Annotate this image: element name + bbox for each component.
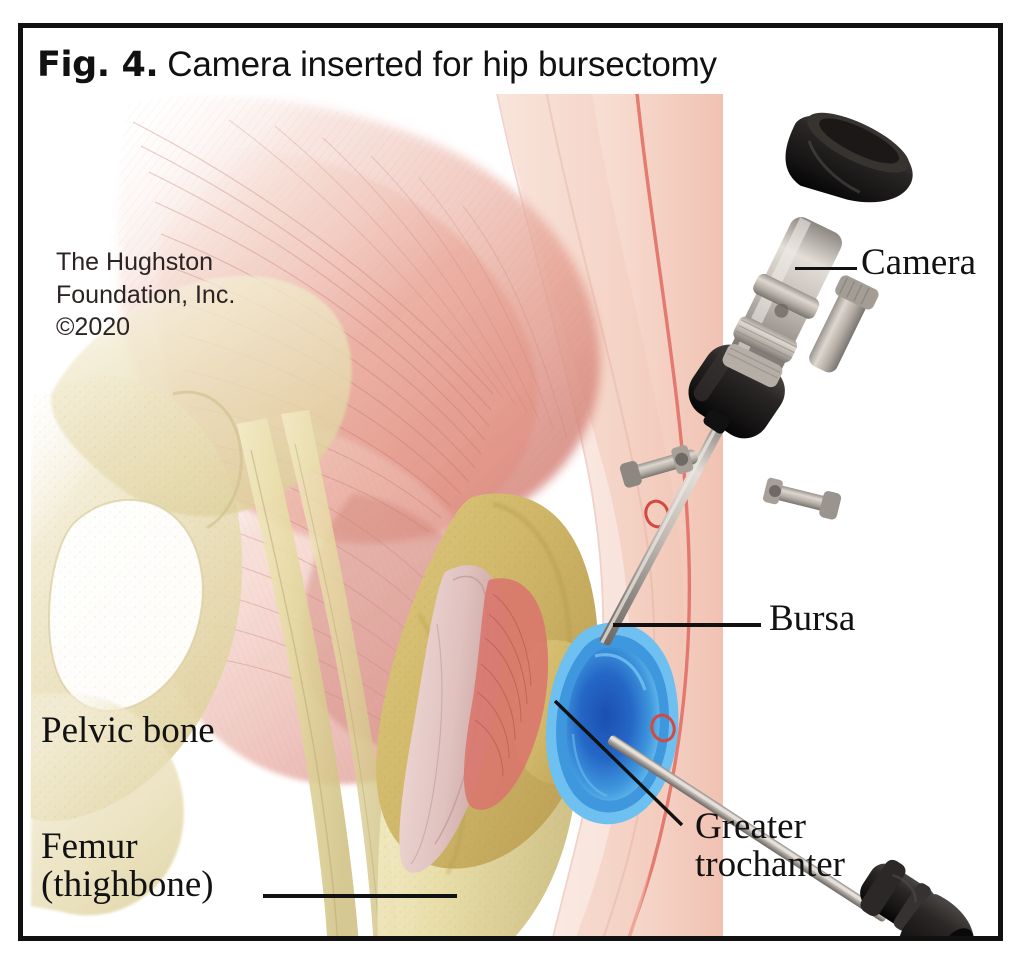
leader-greater-trochanter: [553, 699, 684, 827]
credit-line-1: The Hughston: [56, 248, 214, 276]
figure-frame: Fig. 4. Camera inserted for hip bursecto…: [18, 23, 1003, 941]
illustration-svg: [23, 94, 998, 936]
femur: [237, 410, 399, 936]
copyright-credit: The Hughston Foundation, Inc. ©2020: [56, 246, 235, 344]
pelvic-bone: [31, 275, 352, 916]
label-femur-line2: (thighbone): [41, 863, 214, 905]
cannula-handle: [607, 735, 975, 936]
anatomical-illustration: The Hughston Foundation, Inc. ©2020: [23, 94, 998, 936]
figure-number: Fig. 4.: [37, 45, 159, 85]
trochanteric-bursa: [546, 622, 679, 825]
label-camera: Camera: [861, 242, 977, 283]
label-femur: Femur (thighbone): [41, 828, 214, 903]
figure-caption-text: Camera inserted for hip bursectomy: [167, 45, 717, 84]
leader-femur: [263, 894, 457, 898]
figure-caption: Fig. 4. Camera inserted for hip bursecto…: [37, 34, 717, 96]
arthroscope-camera: [599, 112, 913, 646]
credit-line-2: Foundation, Inc.: [56, 280, 236, 309]
label-greater-trochanter-line2: trochanter: [695, 843, 845, 885]
credit-line-3: ©2020: [56, 313, 131, 341]
label-greater-trochanter-line1: Greater: [695, 806, 806, 847]
label-femur-line1: Femur: [41, 826, 138, 867]
tendon-insertion: [399, 565, 549, 873]
label-bursa: Bursa: [769, 598, 856, 639]
leader-lines: [553, 699, 684, 827]
label-greater-trochanter: Greater trochanter: [695, 808, 845, 883]
label-pelvic-bone: Pelvic bone: [41, 710, 215, 751]
leader-bursa: [613, 623, 761, 627]
leader-camera: [795, 267, 857, 271]
